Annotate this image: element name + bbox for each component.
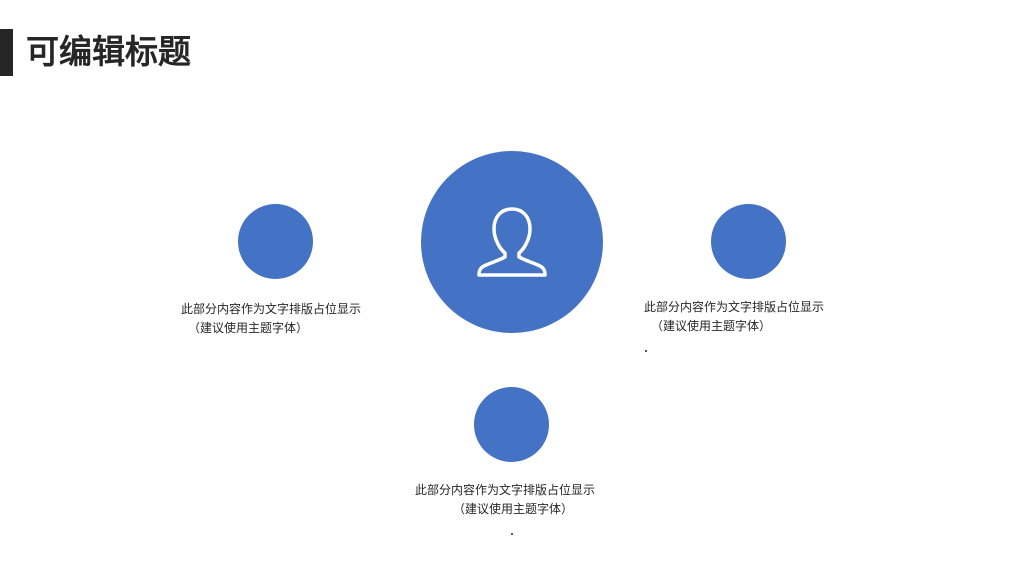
center-circle bbox=[421, 151, 603, 333]
title-accent-bar bbox=[0, 29, 13, 76]
bottom-text-dot bbox=[511, 533, 513, 535]
slide-title[interactable]: 可编辑标题 bbox=[26, 32, 191, 71]
right-text-dot bbox=[645, 350, 647, 352]
right-circle bbox=[711, 204, 786, 279]
bottom-circle bbox=[474, 387, 549, 462]
left-text-line2: （建议使用主题字体） bbox=[188, 321, 309, 335]
right-text-block[interactable]: 此部分内容作为文字排版占位显示 （建议使用主题字体） bbox=[644, 298, 824, 336]
bottom-text-line2: （建议使用主题字体） bbox=[453, 502, 574, 516]
bottom-text-block[interactable]: 此部分内容作为文字排版占位显示 （建议使用主题字体） bbox=[415, 481, 595, 519]
right-text-line1: 此部分内容作为文字排版占位显示 bbox=[644, 300, 825, 314]
bottom-text-line1: 此部分内容作为文字排版占位显示 bbox=[415, 483, 596, 497]
left-text-line1: 此部分内容作为文字排版占位显示 bbox=[181, 302, 362, 316]
right-text-line2: （建议使用主题字体） bbox=[651, 319, 772, 333]
left-text-block[interactable]: 此部分内容作为文字排版占位显示 （建议使用主题字体） bbox=[181, 300, 361, 338]
person-icon bbox=[477, 207, 547, 277]
left-circle bbox=[238, 204, 313, 279]
